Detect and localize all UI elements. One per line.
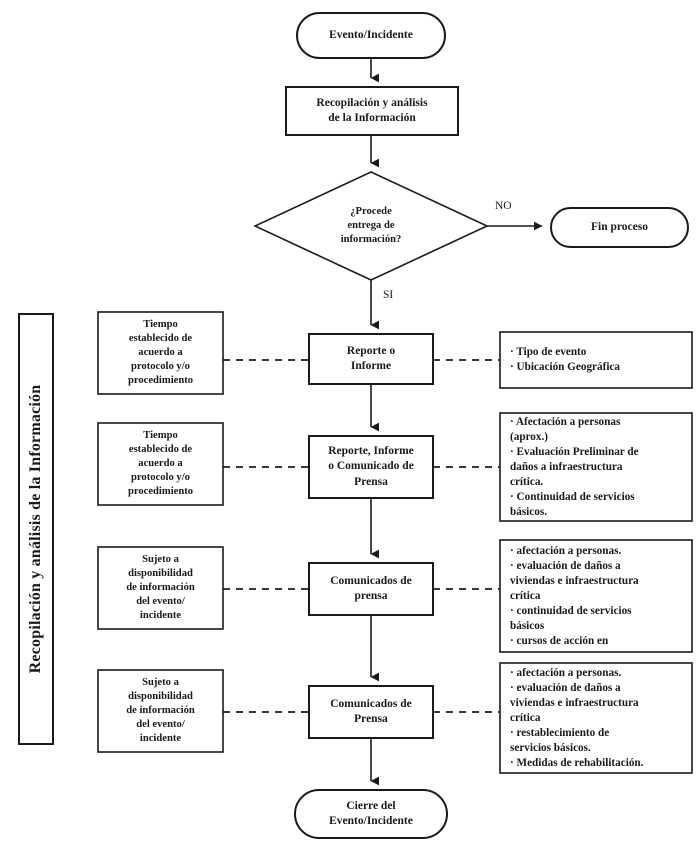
shape-right-3 — [499, 539, 693, 653]
node-label-right-2: · Afectación a personas (aprox.) · Evalu… — [510, 415, 639, 518]
node-label-right-3: · afectación a personas. · evaluación de… — [510, 544, 639, 647]
shape-center-3 — [308, 562, 434, 616]
node-label-left-1: Tiempo establecido de acuerdo a protocol… — [127, 318, 194, 387]
shape-left-3 — [97, 546, 224, 630]
shape-end-no — [550, 207, 689, 248]
shape-right-4 — [499, 662, 693, 774]
node-label-end-no: Fin proceso — [591, 220, 648, 233]
shape-left-4 — [97, 669, 224, 753]
shape-right-1 — [499, 331, 693, 389]
shape-right-2 — [499, 412, 693, 522]
shape-left-2 — [97, 422, 224, 506]
shape-end-close — [294, 789, 448, 839]
node-label-right-4: · afectación a personas. · evaluación de… — [510, 666, 644, 769]
node-label-left-3: Sujeto a disponibilidad de información d… — [126, 553, 195, 622]
node-label-right-1: · Tipo de evento · Ubicación Geográfica — [510, 346, 620, 373]
shape-process-collect — [285, 86, 459, 136]
edge-label-no: NO — [495, 200, 512, 212]
node-label-end-close: Cierre del Evento/Incidente — [329, 799, 413, 827]
sidebar-banner: Recopilación y análisis de la Informació… — [18, 313, 54, 745]
sidebar-banner-label: Recopilación y análisis de la Informació… — [27, 384, 44, 674]
node-label-center-4: Comunicados de Prensa — [330, 697, 412, 725]
node-label-start: Evento/Incidente — [329, 28, 413, 41]
node-label-center-3: Comunicados de prensa — [330, 574, 412, 602]
node-label-decision: ¿Procede entrega de información? — [340, 205, 402, 246]
node-label-process-collect: Recopilación y análisis de la Informació… — [316, 96, 428, 124]
node-label-left-4: Sujeto a disponibilidad de información d… — [126, 676, 195, 745]
node-label-left-2: Tiempo establecido de acuerdo a protocol… — [127, 429, 194, 498]
node-label-center-1: Reporte o Informe — [346, 344, 396, 372]
node-label-center-2: Reporte, Informe o Comunicado de Prensa — [328, 445, 414, 488]
shape-left-1 — [97, 311, 224, 395]
edge-label-si: SI — [383, 289, 394, 301]
shape-center-1 — [308, 333, 434, 385]
